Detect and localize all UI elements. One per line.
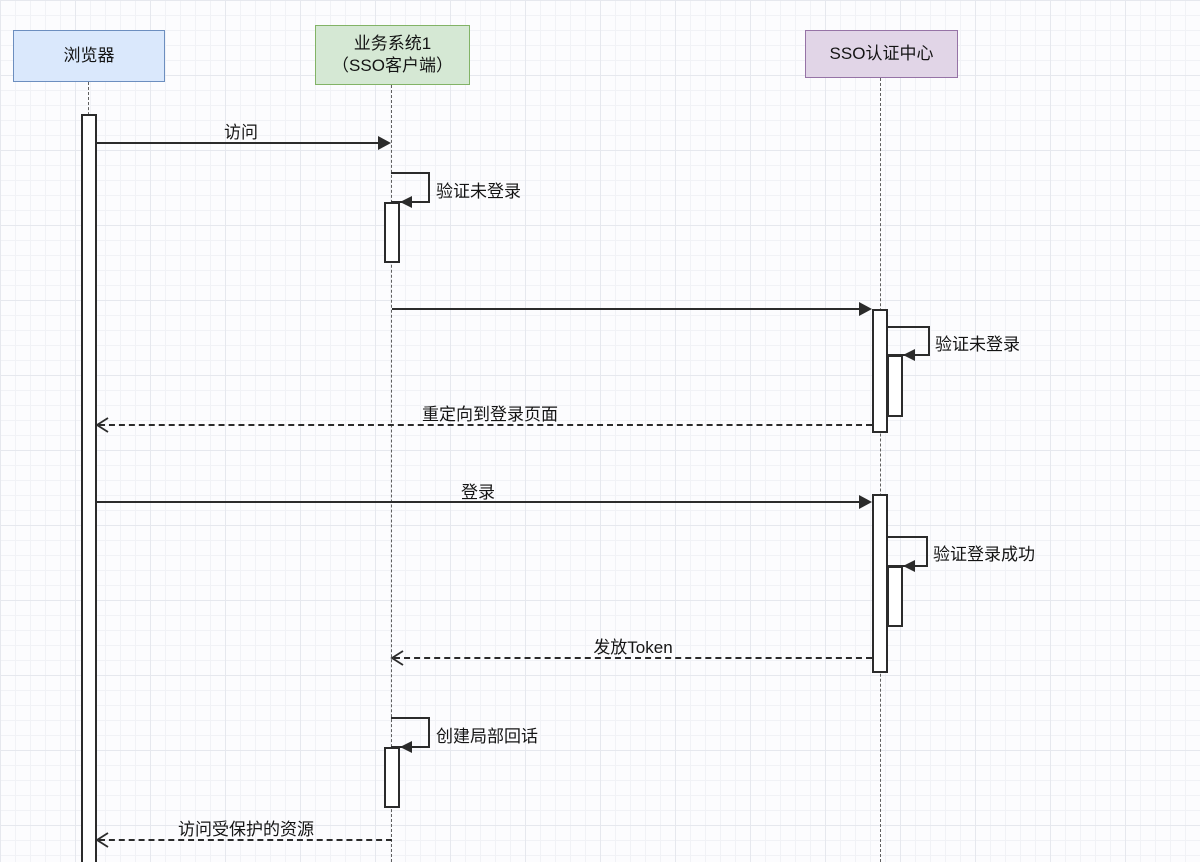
activation-bar-sso-1-nested xyxy=(887,355,903,417)
arrowhead-open-left-icon xyxy=(95,417,109,433)
actor-browser-label: 浏览器 xyxy=(63,45,115,65)
message-verify-login-success-label: 验证登录成功 xyxy=(933,545,1035,564)
message-forward-to-sso-line xyxy=(392,308,860,310)
message-visit-label: 访问 xyxy=(224,123,258,142)
message-create-local-session-label: 创建局部回话 xyxy=(436,727,538,746)
activation-bar-client-2 xyxy=(384,747,400,808)
message-access-protected-label: 访问受保护的资源 xyxy=(178,820,314,839)
actor-box-sso-center: SSO认证中心 xyxy=(805,30,958,78)
arrowhead-filled-left-icon xyxy=(400,741,412,753)
activation-bar-browser xyxy=(81,114,97,862)
lifeline-sso-client xyxy=(391,85,392,862)
actor-sso-client-label-line2: （SSO客户端） xyxy=(332,56,453,75)
activation-bar-sso-2-nested xyxy=(887,566,903,627)
message-login-line xyxy=(97,501,860,503)
message-visit-line xyxy=(97,142,378,144)
activation-bar-client-1 xyxy=(384,202,400,263)
actor-sso-center-label: SSO认证中心 xyxy=(829,43,934,63)
arrowhead-open-left-icon xyxy=(95,832,109,848)
message-issue-token-line xyxy=(394,657,872,659)
arrowhead-open-left-icon xyxy=(390,650,404,666)
lifeline-sso-center xyxy=(880,78,881,862)
arrowhead-filled-left-icon xyxy=(903,349,915,361)
message-login-label: 登录 xyxy=(461,483,495,502)
actor-box-sso-client: 业务系统1 （SSO客户端） xyxy=(315,25,470,85)
actor-box-browser: 浏览器 xyxy=(13,30,165,82)
arrowhead-filled-right-icon xyxy=(859,302,872,316)
message-redirect-label: 重定向到登录页面 xyxy=(422,405,558,424)
activation-bar-sso-2 xyxy=(872,494,888,673)
arrowhead-filled-right-icon xyxy=(859,495,872,509)
message-verify-not-logged-client-label: 验证未登录 xyxy=(436,182,521,201)
message-verify-not-logged-sso-label: 验证未登录 xyxy=(935,335,1020,354)
message-access-protected-line xyxy=(99,839,392,841)
message-issue-token-label: 发放Token xyxy=(593,638,673,657)
arrowhead-filled-left-icon xyxy=(400,196,412,208)
message-redirect-line xyxy=(99,424,872,426)
actor-sso-client-label-line1: 业务系统1 xyxy=(353,33,432,53)
arrowhead-filled-left-icon xyxy=(903,560,915,572)
arrowhead-filled-right-icon xyxy=(378,136,391,150)
activation-bar-sso-1 xyxy=(872,309,888,433)
